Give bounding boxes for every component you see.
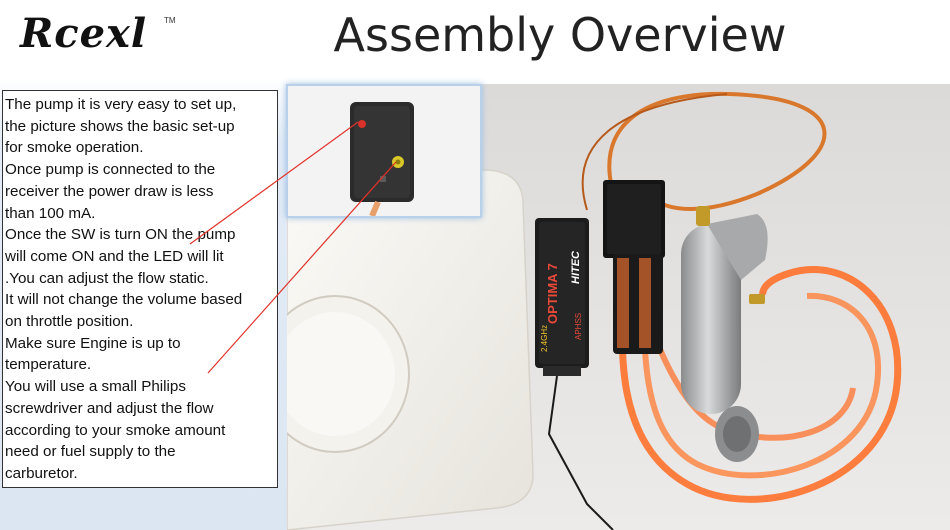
description-line: screwdriver and adjust the flow [5, 399, 214, 417]
description-line: You will use a small Philips [5, 378, 186, 396]
receiver-model: APHSS [574, 313, 583, 340]
fuel-tubing [618, 263, 902, 503]
receiver-band: 2.4GHz [540, 325, 549, 352]
fuel-tubing-inner [641, 263, 882, 479]
assembly-photo: OPTIMA 7 HITEC 2.4GHz APHSS [287, 84, 950, 530]
description-line: on throttle position. [5, 313, 134, 331]
description-box: The pump it is very easy to set up, the … [2, 90, 278, 488]
description-line: will come ON and the LED will lit [5, 247, 224, 265]
description-line: The pump it is very easy to set up, [5, 96, 237, 113]
description-line: according to your smoke amount [5, 421, 226, 439]
receiver-maker: HITEC [570, 250, 582, 284]
description-line: than 100 mA. [5, 204, 96, 222]
pump-fitting [696, 206, 710, 226]
receiver: OPTIMA 7 HITEC 2.4GHz APHSS [535, 218, 614, 530]
receiver-brand: OPTIMA 7 [545, 263, 560, 324]
description-line: temperature. [5, 356, 92, 374]
description-line: Once pump is connected to the [5, 161, 216, 179]
inset-photo [286, 84, 482, 218]
antenna-wire [547, 375, 614, 530]
description-line: carburetor. [5, 464, 78, 482]
logo-trademark: TM [164, 16, 176, 25]
smoke-pump [681, 206, 768, 462]
pump-controller [603, 180, 665, 354]
description-line: .You can adjust the flow static. [5, 269, 209, 287]
servo-wire-inner [581, 93, 728, 211]
description-line: for smoke operation. [5, 139, 144, 157]
rcexl-logo: Rcexl TM [14, 8, 176, 64]
description-line: It will not change the volume based [5, 291, 243, 309]
description-line: need or fuel supply to the [5, 443, 176, 461]
description-line: Once the SW is turn ON the pump [5, 226, 236, 244]
led-indicator [358, 120, 366, 128]
slide-title: Assembly Overview [333, 8, 787, 62]
description-line: the picture shows the basic set-up [5, 117, 235, 135]
description-line: receiver the power draw is less [5, 182, 214, 200]
description-line: Make sure Engine is up to [5, 334, 181, 352]
logo-text: Rcexl [20, 10, 148, 57]
